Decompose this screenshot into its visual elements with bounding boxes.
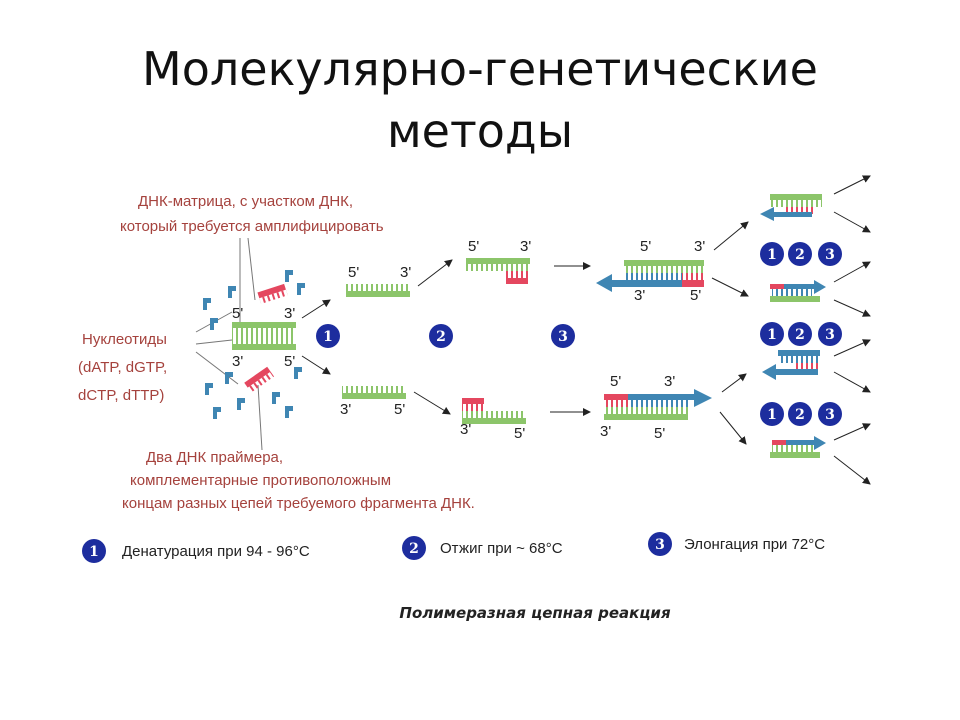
step-badge-2-number: 2 <box>436 329 446 345</box>
nucleotide <box>285 406 293 418</box>
product-duplex-2 <box>770 280 826 302</box>
step3-bottom-end-5-low: 5' <box>654 425 665 442</box>
primers-label-line-3: концам разных цепей требуемого фрагмента… <box>122 495 475 512</box>
page-title-line-1: Молекулярно-генетические <box>142 42 818 96</box>
step-badge-2: 2 <box>429 324 453 348</box>
cycle-badge-number: 1 <box>767 407 777 423</box>
template-dna-double-strand <box>232 322 296 350</box>
nucleotides-cluster <box>203 270 305 419</box>
nucleotides-label: Нуклеотиды <box>82 331 167 348</box>
elongated-duplex-bottom <box>604 389 712 420</box>
nucleotide <box>213 407 221 419</box>
nucleotide <box>272 392 280 404</box>
primers-label-line-1: Два ДНК праймера, <box>146 449 283 466</box>
step1-top-end-5: 5' <box>348 264 359 281</box>
step1-bottom-end-3: 3' <box>340 401 351 418</box>
step3-to-products-arrows <box>711 221 749 445</box>
legend-item-annealing: 2 Отжиг при ~ 68°С <box>402 536 563 560</box>
step3-top-end-5: 5' <box>640 238 651 255</box>
template-label-line-2: который требуется амплифицировать <box>120 218 384 235</box>
nucleotide <box>225 372 233 384</box>
step-badge-3: 3 <box>551 324 575 348</box>
step2-top-end-3: 3' <box>520 238 531 255</box>
step1-top-end-3: 3' <box>400 264 411 281</box>
product-duplex-1 <box>760 194 822 221</box>
step3-bottom-end-3-low: 3' <box>600 423 611 440</box>
step-badge-1-number: 1 <box>323 329 333 345</box>
elongated-duplex-top <box>596 260 704 292</box>
page-title-line-2: методы <box>386 104 574 158</box>
page-title: Молекулярно-генетические методы <box>0 38 960 162</box>
cycle-badges-row-3: 1 2 3 <box>760 402 842 426</box>
template-end-3-bottom: 3' <box>232 353 243 370</box>
cycle-badges-row-1: 1 2 3 <box>760 242 842 266</box>
figure-caption: Полимеразная цепная реакция <box>399 604 671 622</box>
legend-item-elongation: 3 Элонгация при 72°С <box>648 532 825 556</box>
annealed-strand-top <box>466 258 530 284</box>
nucleotide <box>210 318 218 330</box>
new-strand-arrow <box>596 274 682 292</box>
step2-to-step3-arrows <box>550 262 591 416</box>
step3-top-end-3: 3' <box>694 238 705 255</box>
product-duplex-3 <box>762 350 820 380</box>
step2-bottom-end-3: 3' <box>460 421 471 438</box>
nucleotide <box>237 398 245 410</box>
step3-bottom-end-5: 5' <box>610 373 621 390</box>
cycle-badges-row-2: 1 2 3 <box>760 322 842 346</box>
annealed-strand-bottom <box>462 398 526 424</box>
legend-3-number: 3 <box>655 537 665 553</box>
primers-label-line-2: комплементарные противоположным <box>130 472 391 489</box>
template-end-5-bottom: 5' <box>284 353 295 370</box>
cycle-badge-number: 2 <box>795 247 805 263</box>
cycle-badge-number: 1 <box>767 327 777 343</box>
free-primer-bottom <box>244 366 275 393</box>
cycle-badge-number: 3 <box>825 327 835 343</box>
template-label-line-1: ДНК-матрица, с участком ДНК, <box>138 193 353 210</box>
legend-item-denaturation: 1 Денатурация при 94 - 96°С <box>82 539 310 563</box>
step-badge-3-number: 3 <box>558 329 568 345</box>
template-end-5-top: 5' <box>232 305 243 322</box>
legend-2-label: Отжиг при ~ 68°С <box>440 540 563 557</box>
step3-top-end-3-bottom: 3' <box>634 287 645 304</box>
split-arrows <box>301 299 331 375</box>
product-outgoing-arrows <box>833 175 871 485</box>
denatured-strand-top <box>346 284 410 297</box>
step1-to-step2-arrows <box>413 259 453 415</box>
cycle-badge-number: 2 <box>795 327 805 343</box>
step2-top-end-5: 5' <box>468 238 479 255</box>
legend-1-number: 1 <box>89 544 99 560</box>
free-primer-top <box>257 283 288 304</box>
cycle-badge-number: 1 <box>767 247 777 263</box>
nucleotide <box>203 298 211 310</box>
legend-3-label: Элонгация при 72°С <box>684 536 825 553</box>
product-duplex-4 <box>770 436 826 458</box>
nucleotide <box>205 383 213 395</box>
step-badge-1: 1 <box>316 324 340 348</box>
new-strand-arrow <box>628 389 712 407</box>
nucleotide <box>228 286 236 298</box>
nucleotide <box>294 367 302 379</box>
template-end-3-top: 3' <box>284 305 295 322</box>
step3-bottom-end-3: 3' <box>664 373 675 390</box>
nucleotide <box>297 283 305 295</box>
step1-bottom-end-5: 5' <box>394 401 405 418</box>
step2-bottom-end-5: 5' <box>514 425 525 442</box>
legend-1-label: Денатурация при 94 - 96°С <box>122 543 310 560</box>
legend-2-number: 2 <box>409 541 419 557</box>
step3-top-end-5-bottom: 5' <box>690 287 701 304</box>
denatured-strand-bottom <box>342 386 406 399</box>
cycle-badge-number: 2 <box>795 407 805 423</box>
cycle-badge-number: 3 <box>825 407 835 423</box>
nucleotide <box>285 270 293 282</box>
nucleotides-list-line-2: dCTP, dTTP) <box>78 387 164 404</box>
cycle-badge-number: 3 <box>825 247 835 263</box>
nucleotides-list-line-1: (dATP, dGTP, <box>78 359 167 376</box>
